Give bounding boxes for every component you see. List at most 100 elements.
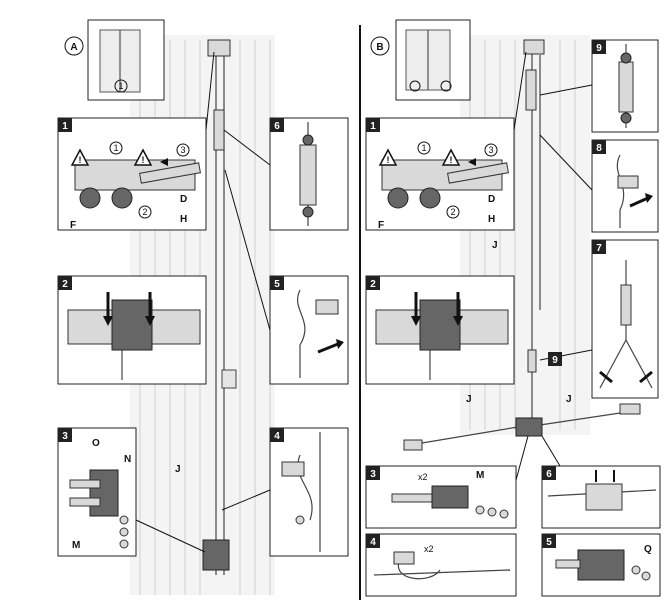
- panel-a1: 1 ! ! 1 2 3 D H F: [57, 117, 207, 231]
- svg-text:!: !: [387, 155, 390, 165]
- leader-a5: [224, 169, 271, 331]
- step-badge-b5: [542, 534, 556, 548]
- panel-a5: 5: [269, 275, 349, 385]
- step-number-a6: 6: [274, 121, 280, 132]
- step-badge-b6: [542, 466, 556, 480]
- step-number-b3: 3: [370, 469, 376, 480]
- step-badge-a5: [270, 276, 284, 290]
- step-badge-b9-lower: [548, 352, 562, 366]
- label-j-a: J: [175, 464, 181, 475]
- step-badge-b1: [366, 118, 380, 132]
- step-number-b6: 6: [546, 469, 552, 480]
- arrow-icon: [639, 370, 653, 384]
- cable-loop-a5: [297, 289, 306, 378]
- top-bracket-a: [207, 39, 231, 57]
- step-badge-b3: [366, 466, 380, 480]
- leader-a3: [135, 519, 206, 553]
- leader-b3: [515, 435, 529, 481]
- label-j-b1: J: [492, 240, 498, 251]
- panel-b3: 3 x2 M: [365, 465, 517, 529]
- right-anchor-b: [619, 403, 641, 415]
- label-n-a3: N: [124, 454, 131, 465]
- section-label-b: B: [376, 42, 383, 53]
- step-number-a4: 4: [274, 431, 280, 442]
- label-h-a1: H: [180, 214, 187, 225]
- panel-b9-top: 9: [591, 39, 659, 133]
- warning-triangle-icon: [441, 148, 461, 166]
- spring-a1: [79, 187, 101, 209]
- leader-b8: [539, 134, 593, 191]
- arrow-icon: [317, 342, 339, 354]
- step-number-b5: 5: [546, 537, 552, 548]
- arrow-icon: [468, 158, 476, 166]
- label-m-a3: M: [72, 540, 80, 551]
- panel-b7: 7: [591, 239, 659, 399]
- step-badge-a4: [270, 428, 284, 442]
- turnbuckle-a6: [299, 144, 317, 206]
- panel-a4: 4: [269, 427, 349, 557]
- step-badge-b7: [592, 240, 606, 254]
- leader-a4: [221, 489, 271, 511]
- leader-a1: [205, 51, 215, 131]
- step-number-b9-lower: 9: [552, 355, 558, 366]
- label-m-b3: M: [476, 470, 484, 481]
- svg-text:3: 3: [488, 145, 493, 155]
- section-label-circle-a: [64, 36, 84, 56]
- bottom-bracket-a: [202, 539, 230, 571]
- step-number-a5: 5: [274, 279, 280, 290]
- thumbnail-highlight-a: [114, 79, 128, 93]
- label-f-a1: F: [70, 220, 76, 231]
- panel-b8: 8: [591, 139, 659, 233]
- circled-1-a1: [109, 141, 123, 155]
- step-number-b9-top: 9: [596, 43, 602, 54]
- label-j-b3: J: [566, 394, 572, 405]
- panel-b5: 5 Q: [541, 533, 661, 597]
- turnbuckle-lower-b: [527, 349, 537, 373]
- bracket-m-a3: [89, 469, 119, 517]
- cable-clamp-a4: [281, 461, 305, 477]
- label-q-b5: Q: [644, 544, 652, 555]
- horizontal-cable-left-b: [409, 424, 531, 446]
- warning-triangle-icon: [70, 148, 90, 166]
- step-badge-a6: [270, 118, 284, 132]
- leader-b1: [513, 51, 527, 131]
- multiplier-b4: x2: [424, 544, 434, 554]
- step-number-b2: 2: [370, 279, 376, 290]
- bolt-a3: [69, 479, 101, 489]
- step-badge-b2: [366, 276, 380, 290]
- arrow-icon: [629, 196, 649, 208]
- panel-a2: 2: [57, 275, 207, 385]
- step-badge-a1: [58, 118, 72, 132]
- svg-text:3: 3: [180, 145, 185, 155]
- panel-b4: 4 x2: [365, 533, 517, 597]
- turnbuckle-a: [213, 109, 225, 151]
- clamp-a2: [111, 299, 153, 351]
- svg-text:1: 1: [421, 143, 426, 153]
- thumbnail-circled-1-a: 1: [118, 81, 123, 91]
- arrow-icon: [599, 370, 613, 384]
- top-bracket-b: [523, 39, 545, 55]
- step-badge-a3: [58, 428, 72, 442]
- circled-3-a1: [176, 143, 190, 157]
- svg-text:2: 2: [450, 207, 455, 217]
- section-label-a: A: [70, 42, 77, 53]
- step-number-a2: 2: [62, 279, 68, 290]
- turnbuckle-b: [525, 69, 537, 111]
- bolt-b-a3: [69, 497, 101, 507]
- step-number-b1: 1: [370, 121, 376, 132]
- step-number-b7: 7: [596, 243, 602, 254]
- section-label-circle-b: [370, 36, 390, 56]
- label-d-a1: D: [180, 194, 187, 205]
- step-badge-a2: [58, 276, 72, 290]
- leader-b9-top: [539, 84, 593, 96]
- arrow-icon: [160, 158, 168, 166]
- label-j-b2: J: [466, 394, 472, 405]
- left-anchor-b: [403, 439, 423, 451]
- panel-b2: 2: [365, 275, 515, 385]
- panel-a6: 6: [269, 117, 349, 231]
- circled-2-a1: [138, 205, 152, 219]
- step-number-b8: 8: [596, 143, 602, 154]
- svg-text:!: !: [142, 155, 145, 165]
- panel-a3: 3 O N M: [57, 427, 137, 557]
- pin-d-a1: [139, 162, 201, 184]
